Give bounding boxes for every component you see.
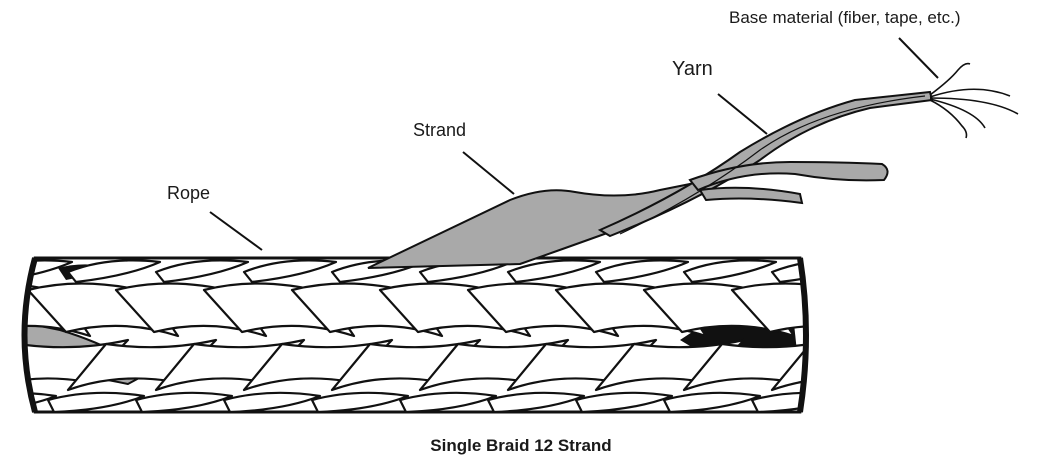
label-base-material: Base material (fiber, tape, etc.) — [729, 8, 961, 28]
label-rope: Rope — [167, 183, 210, 204]
base-fibers — [930, 64, 1018, 138]
figure-caption: Single Braid 12 Strand — [0, 436, 1042, 456]
braided-rope — [0, 258, 970, 412]
leader-yarn — [718, 94, 767, 134]
strand-shape — [368, 178, 720, 268]
label-strand: Strand — [413, 120, 466, 141]
leader-strand — [463, 152, 514, 194]
leader-rope — [210, 212, 262, 250]
label-yarn: Yarn — [672, 58, 713, 81]
yarn-branch-lower — [700, 188, 802, 203]
braid-strand-upper — [820, 283, 970, 336]
leader-base-material — [899, 38, 938, 78]
